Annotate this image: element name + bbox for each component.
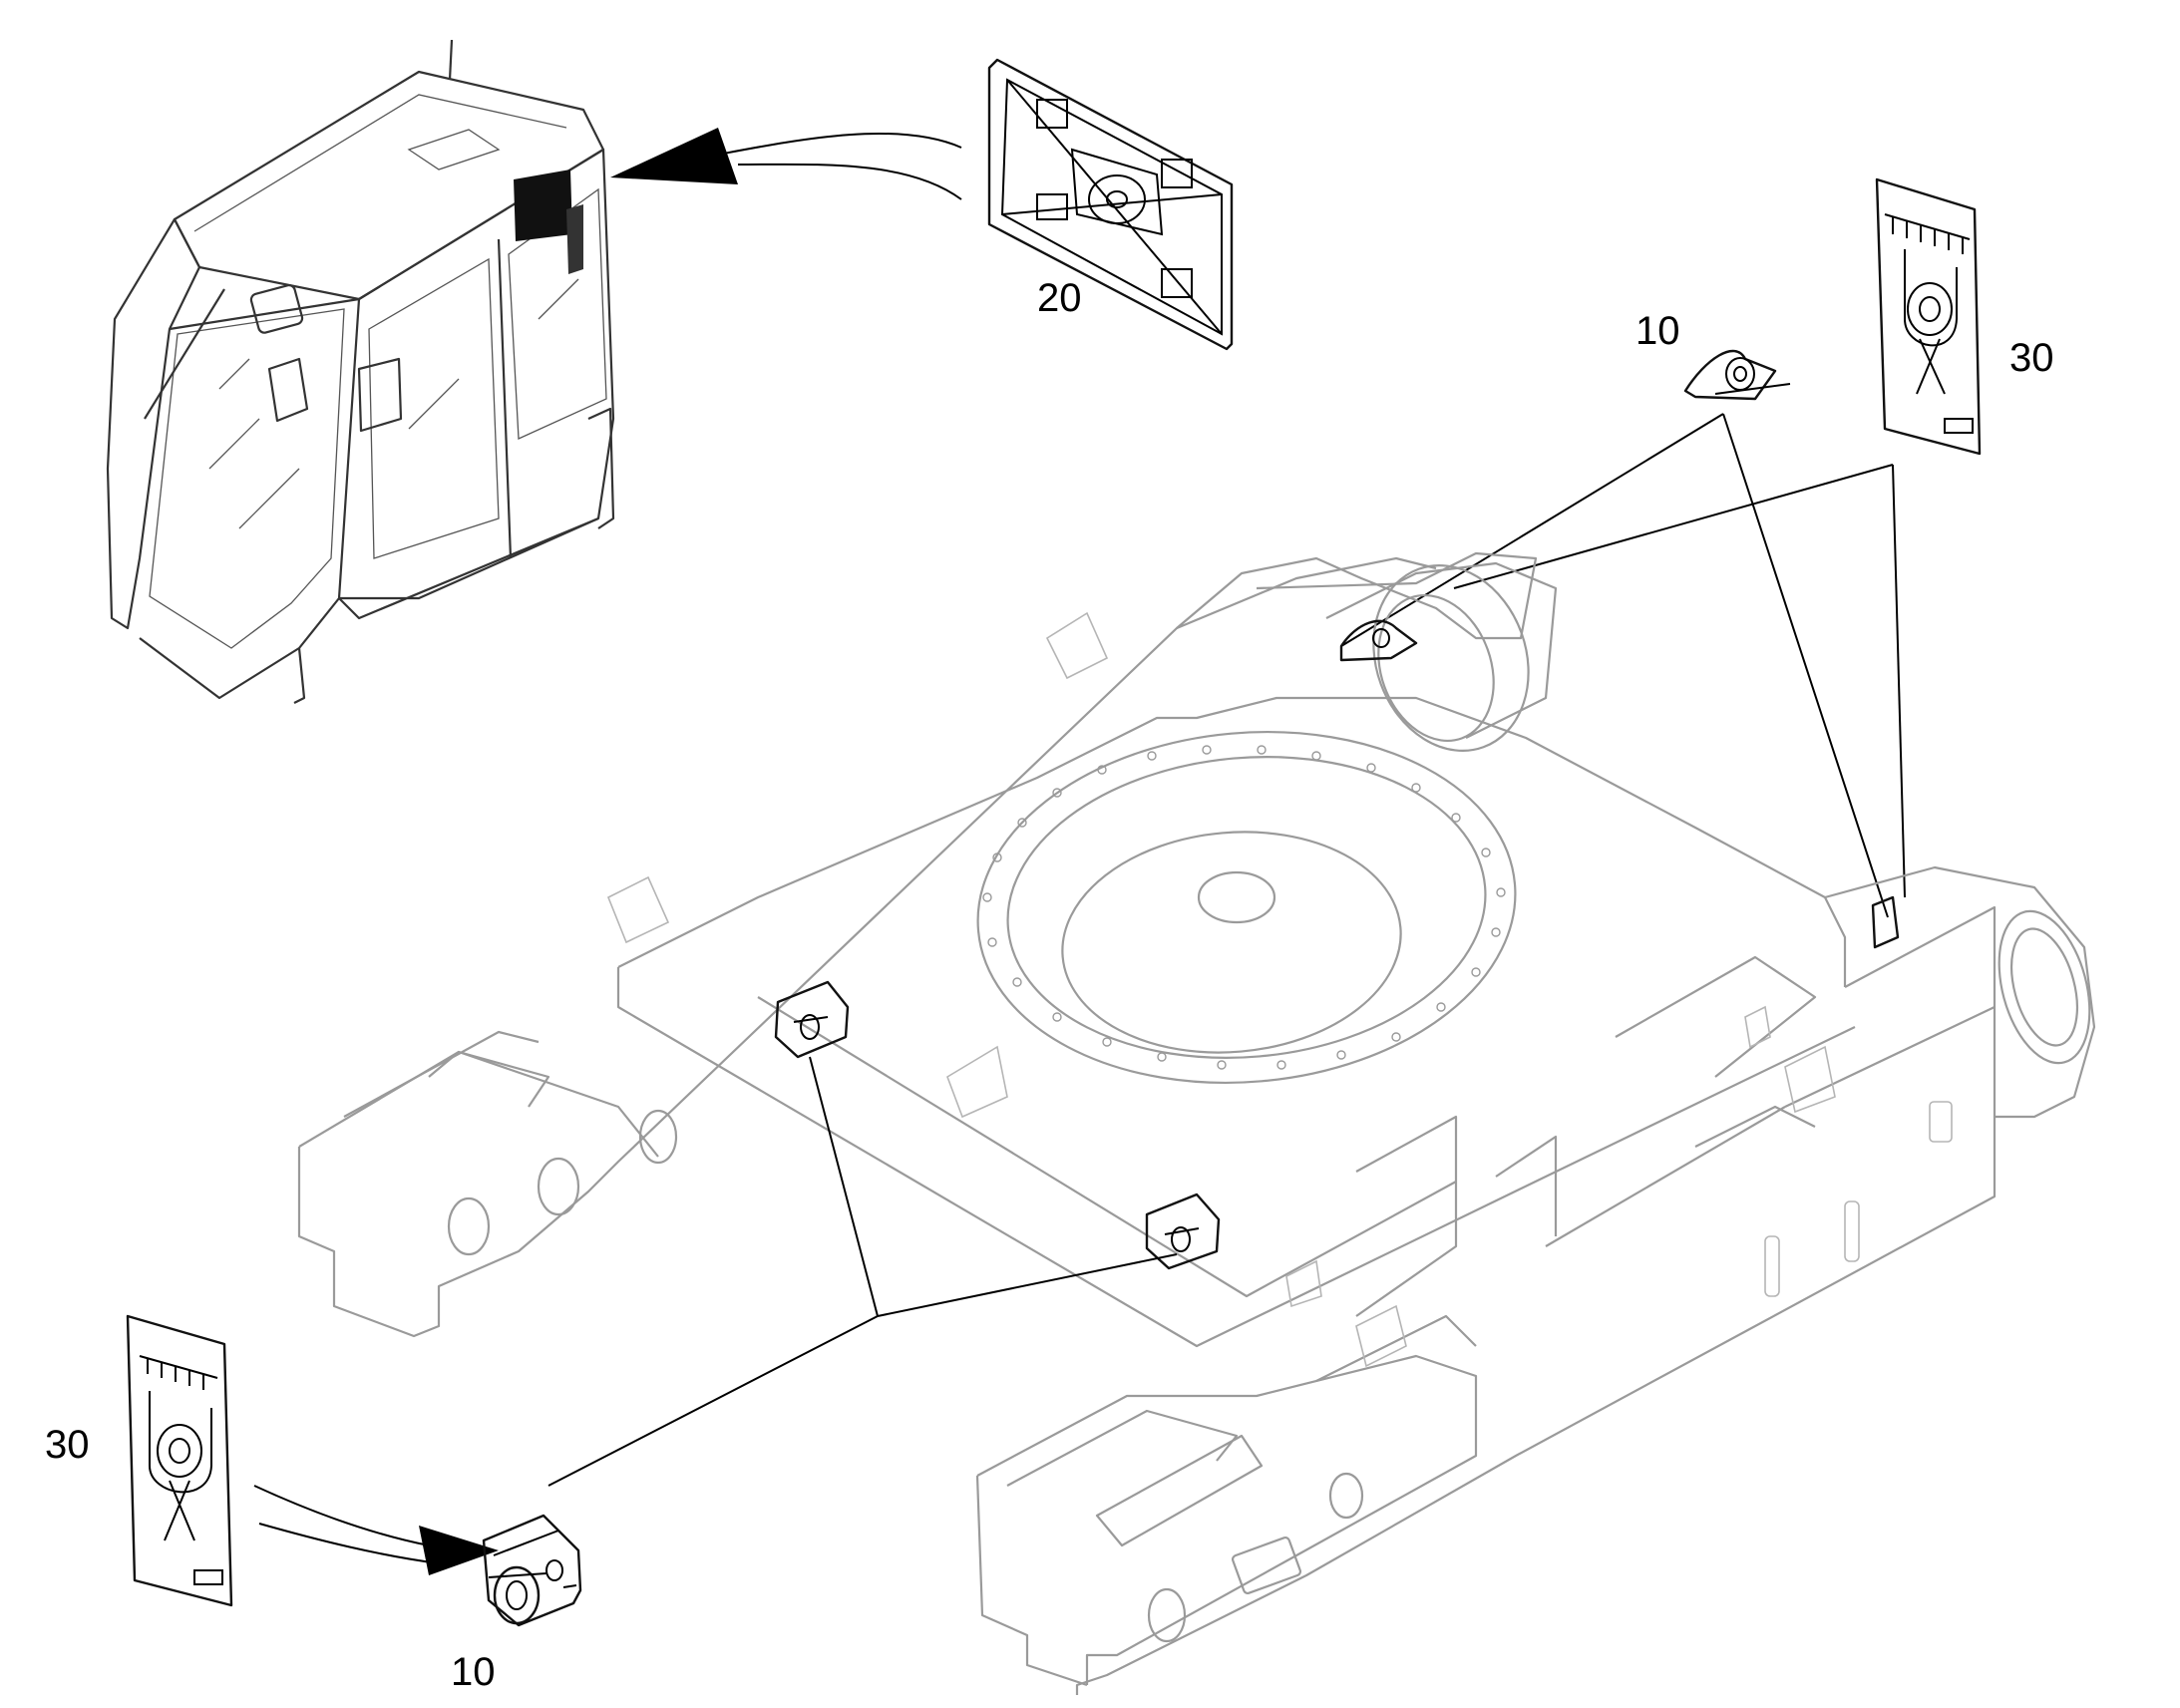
callout-30-left: 30: [45, 1423, 90, 1467]
frame-lug-left-2: [1145, 1193, 1221, 1270]
leader-lines-bottom: [547, 1056, 1178, 1487]
callout-20: 20: [1037, 276, 1082, 320]
part-10-bottom-lifting-shackle: [482, 1514, 582, 1627]
decal-30-left-lifting-point: [126, 1314, 233, 1607]
frame-lug-left-1: [774, 980, 850, 1059]
decal-20-lifting-diagram: [987, 58, 1234, 351]
leader-arrow-decal-30-left: [253, 1485, 499, 1575]
ring-bolt-holes: [982, 745, 1506, 1070]
undercarriage-frame: [297, 551, 2096, 1695]
operator-cab: [106, 39, 615, 704]
callout-30-right: 30: [2009, 336, 2054, 380]
callout-10-top: 10: [1635, 309, 1680, 353]
decal-30-right-lifting-point: [1875, 177, 1982, 456]
frame-label-top: [1339, 619, 1418, 662]
leader-lines-top: [1340, 413, 1906, 918]
callout-10-bottom: 10: [451, 1650, 496, 1694]
part-10-top-lifting-lug: [1683, 349, 1791, 401]
leader-arrow-decal-20: [610, 128, 962, 200]
frame-label-right-lug: [1871, 895, 1900, 949]
